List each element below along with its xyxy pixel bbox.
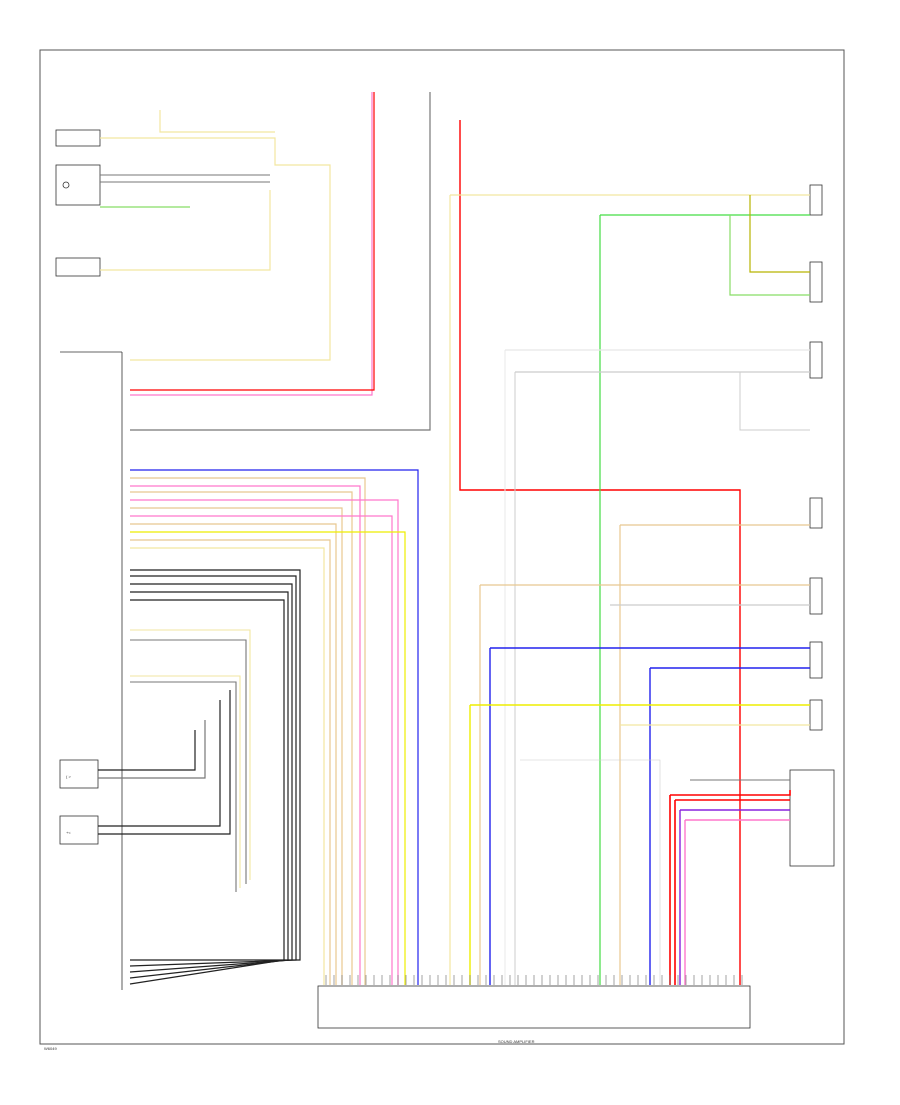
gps-antenna-box <box>59 759 99 789</box>
aux-wire-1 <box>130 629 251 880</box>
gps-antenna-wire-1 <box>98 730 196 771</box>
aux-wire-3 <box>130 675 241 888</box>
tick-group <box>325 975 743 985</box>
speaker-connector-6 <box>809 641 823 679</box>
radio-harness-wire-11 <box>130 547 325 985</box>
radio-harness-wire-10 <box>130 539 331 985</box>
speaker-connectors <box>809 184 823 731</box>
speaker-connector-3 <box>809 341 823 379</box>
radio-harness-wire-7 <box>130 515 393 985</box>
speaker-connector-1 <box>809 184 823 216</box>
body-control-box <box>55 257 101 277</box>
rf-tweeter-gray-wire <box>739 372 810 431</box>
radio-harness-wire-2 <box>130 477 366 985</box>
dlc-yellow-wire <box>100 137 331 361</box>
radio-antenna-wire-1 <box>98 700 221 827</box>
speaker-connector-7 <box>809 699 823 731</box>
shield-wire-4 <box>129 591 289 979</box>
fuse-feed-gray-wire <box>130 92 431 431</box>
radio-harness-wire-1 <box>130 469 419 985</box>
sound-amplifier-label: SOUND AMPLIFIER <box>498 1039 535 1044</box>
shield-wire-1 <box>130 569 301 961</box>
speaker-connector-5 <box>809 577 823 615</box>
radio-antenna-glyph: +< <box>66 830 71 835</box>
aux-wire-4 <box>130 681 237 892</box>
gps-antenna-wire-2 <box>98 720 206 779</box>
radio-harness-wire-4 <box>130 491 353 985</box>
bcm-yellow-wire <box>100 190 271 271</box>
radio-harness-wire-5 <box>130 499 399 985</box>
mount-outline-wire <box>520 759 661 985</box>
wire-group <box>98 92 810 985</box>
diagram-frame <box>39 49 845 1045</box>
dlc-tap-wire <box>159 110 275 133</box>
amp-red-wire-1 <box>670 790 791 796</box>
steering-switch-box <box>55 164 101 206</box>
shield-wire-2 <box>129 575 297 967</box>
footer-code: W6049 <box>44 1046 57 1051</box>
radio-harness-wire-6 <box>130 507 343 985</box>
radio-harness-wire-9 <box>130 531 406 985</box>
radio-antenna-wire-2 <box>98 690 231 835</box>
shield-wire-3 <box>129 583 293 973</box>
gps-antenna-glyph: ( > <box>66 774 71 779</box>
shield-wire-5 <box>129 599 285 985</box>
lf-tweeter-olive-wire <box>749 195 810 273</box>
aux-wire-2 <box>130 639 247 884</box>
radio-antenna-box <box>59 815 99 845</box>
dlc-connector-box <box>55 129 101 147</box>
speaker-connector-4 <box>809 497 823 529</box>
speaker-connector-2 <box>809 261 823 303</box>
radio-harness-wire-3 <box>130 485 361 985</box>
radio-harness-wire-8 <box>130 523 337 985</box>
switch-contact-icon <box>62 181 70 189</box>
fuse-feed-red-wire <box>130 92 375 391</box>
lf-tweeter-green-wire <box>729 215 810 296</box>
sound-amplifier-box <box>317 985 751 1029</box>
fuse-feed-pink-wire <box>130 92 373 396</box>
right-module-box <box>789 769 835 867</box>
